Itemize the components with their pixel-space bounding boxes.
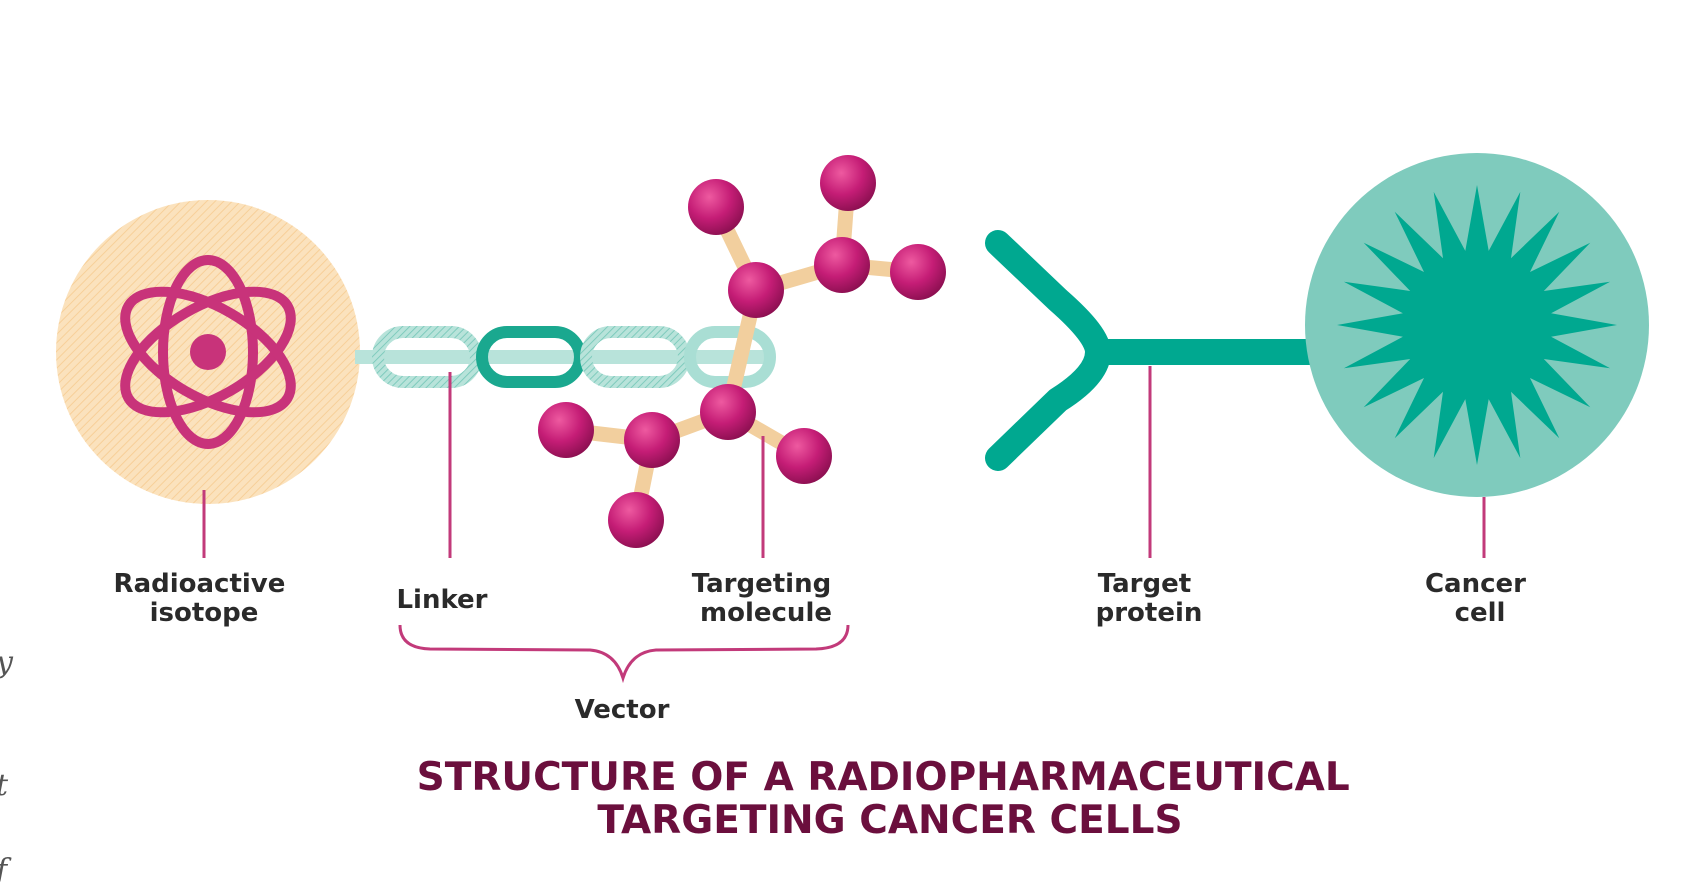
radioactive-isotope bbox=[56, 200, 360, 504]
leader-lines bbox=[202, 366, 1486, 558]
nucleus bbox=[190, 334, 226, 370]
atom-icon bbox=[120, 255, 296, 449]
label-linker: Linker bbox=[396, 585, 487, 615]
label-isotope: Radioactive isotope bbox=[114, 569, 295, 628]
edge-fragment-1: y bbox=[0, 645, 14, 680]
targeting-molecule bbox=[538, 155, 946, 548]
cell-nucleus bbox=[1337, 185, 1617, 465]
linker-chain bbox=[355, 326, 776, 388]
target-protein bbox=[985, 230, 1333, 471]
edge-fragment-3: f bbox=[0, 853, 12, 883]
label-cancer-cell: Cancer cell bbox=[1425, 569, 1535, 628]
vector-brace bbox=[398, 624, 850, 684]
label-targeting-molecule: Targeting molecule bbox=[692, 569, 841, 628]
diagram-title: STRUCTURE OF A RADIOPHARMACEUTICAL TARGE… bbox=[417, 755, 1364, 843]
label-target-protein: Target protein bbox=[1096, 569, 1203, 628]
cancer-cell bbox=[1305, 153, 1649, 497]
edge-fragment-2: t bbox=[0, 768, 9, 803]
label-vector: Vector bbox=[575, 695, 670, 725]
